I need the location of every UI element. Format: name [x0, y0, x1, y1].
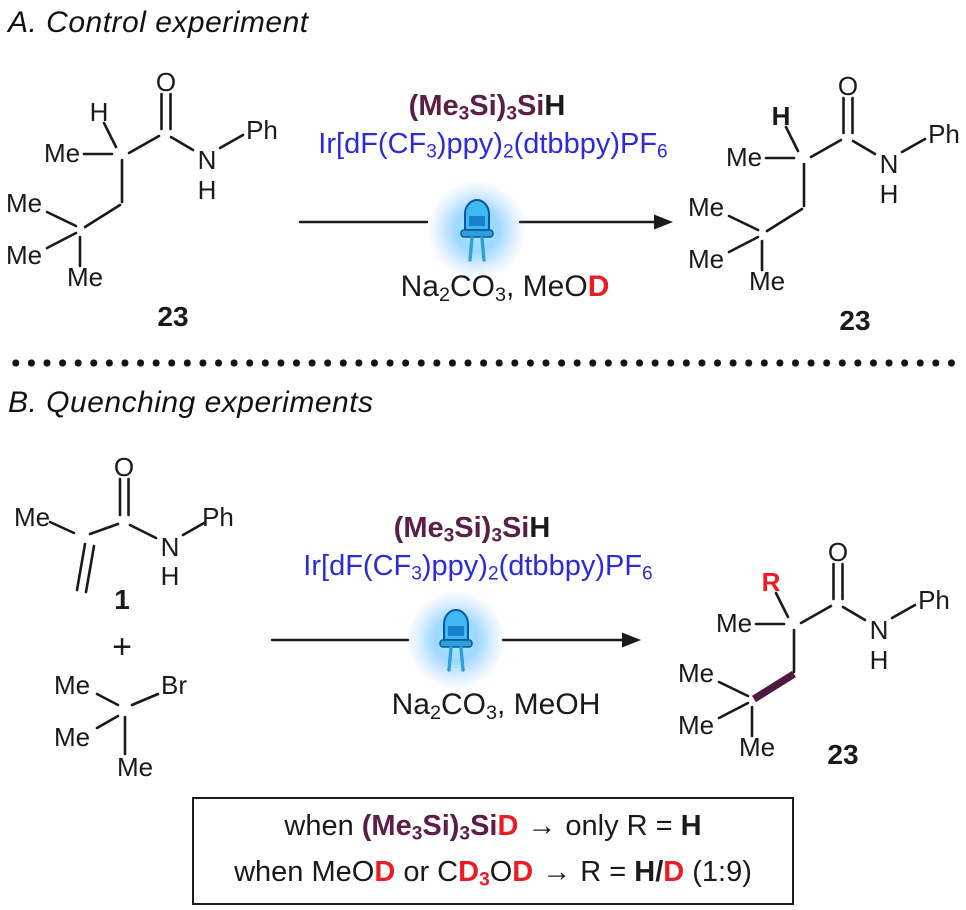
structure-23-product-a: O H N H Ph Me Me Me Me 23: [688, 71, 960, 336]
results-box: when (Me3Si)3SiD→only R = H when MeOD or…: [192, 797, 794, 905]
photocatalyst-formula: Ir[dF(CF3)ppy)2(dtbbpy)PF6: [303, 550, 653, 585]
atom-label-h-deuterium-position: H: [772, 101, 791, 131]
blue-led-lamp-icon: [406, 590, 506, 690]
atom-label-br: Br: [161, 670, 187, 700]
compound-number-23: 23: [839, 305, 870, 336]
atom-label-me: Me: [678, 658, 714, 688]
reaction-arrow-b: [270, 632, 641, 648]
atom-label-nh: H: [880, 179, 899, 209]
atom-label-me: Me: [678, 710, 714, 740]
atom-label-n: N: [161, 532, 180, 562]
atom-label-me: Me: [739, 732, 775, 762]
bonds: [727, 96, 927, 272]
panel-a-title: A. Control experiment: [8, 6, 309, 39]
structure-23-substrate: O H N H Ph Me Me Me Me 23: [6, 67, 278, 332]
photocatalyst-formula: Ir[dF(CF3)ppy)2(dtbbpy)PF6: [318, 128, 668, 163]
solvent-line-b: Na2CO3, MeOH: [391, 688, 601, 724]
silane-formula: (Me3Si)3SiH: [393, 512, 551, 547]
compound-number-23: 23: [827, 739, 858, 770]
result-line-1: when (Me3Si)3SiD→only R = H: [284, 810, 702, 845]
atom-label-nh: H: [870, 645, 889, 675]
atom-label-ph: Ph: [918, 585, 950, 615]
atom-label-me: Me: [117, 752, 153, 782]
atom-label-me: Me: [67, 262, 103, 292]
atom-label-r: R: [762, 567, 781, 597]
atom-label-me: Me: [14, 502, 50, 532]
reaction-arrow-a: [298, 214, 673, 230]
panel-b-title: B. Quenching experiments: [8, 386, 374, 419]
solvent-line-a: Na2CO3, MeOD: [400, 270, 610, 306]
atom-label-n: N: [870, 615, 889, 645]
arrow-glyph: →: [542, 856, 572, 888]
highlighted-new-bond: [752, 670, 796, 703]
bonds: [95, 692, 160, 756]
atom-label-ph: Ph: [928, 119, 960, 149]
atom-label-nh: H: [161, 561, 180, 591]
atom-label-n: N: [198, 145, 217, 175]
dotted-divider: [8, 358, 958, 368]
compound-number-23: 23: [157, 301, 188, 332]
atom-label-me: Me: [749, 266, 785, 296]
atom-label-n: N: [880, 149, 899, 179]
bonds: [45, 92, 245, 268]
atom-label-me: Me: [6, 240, 42, 270]
atom-label-o: O: [838, 71, 858, 101]
atom-label-o: O: [156, 67, 176, 97]
atom-label-me: Me: [44, 138, 80, 168]
atom-label-me: Me: [716, 608, 752, 638]
compound-number-1: 1: [114, 584, 130, 615]
bonds: [717, 562, 917, 738]
led-bulb-icon: [460, 199, 494, 262]
arrow-glyph: →: [527, 810, 557, 843]
atom-label-ph: Ph: [246, 115, 278, 145]
structure-23-product-b: O R N H Ph Me Me Me Me 23: [678, 537, 950, 770]
led-bulb-icon: [439, 609, 473, 672]
bonds: [48, 477, 206, 594]
atom-label-ph: Ph: [202, 502, 234, 532]
atom-label-me: Me: [54, 722, 90, 752]
atom-label-me: Me: [54, 670, 90, 700]
result-line-2: when MeOD or CD3OD→R = H/D (1:9): [234, 856, 752, 891]
atom-label-me: Me: [726, 142, 762, 172]
atom-label-me: Me: [688, 192, 724, 222]
silane-formula: (Me3Si)3SiH: [408, 90, 566, 125]
plus-sign: +: [112, 628, 132, 666]
atom-label-me: Me: [6, 188, 42, 218]
structure-tbubr: Me Br Me Me: [54, 670, 187, 782]
atom-label-h-alpha: H: [90, 97, 109, 127]
atom-label-o: O: [828, 537, 848, 567]
structure-1-methacrylamide: O Me N H Ph 1: [14, 452, 234, 615]
atom-label-nh: H: [198, 175, 217, 205]
blue-led-lamp-icon: [427, 180, 527, 280]
atom-label-o: O: [114, 452, 134, 482]
atom-label-me: Me: [688, 244, 724, 274]
